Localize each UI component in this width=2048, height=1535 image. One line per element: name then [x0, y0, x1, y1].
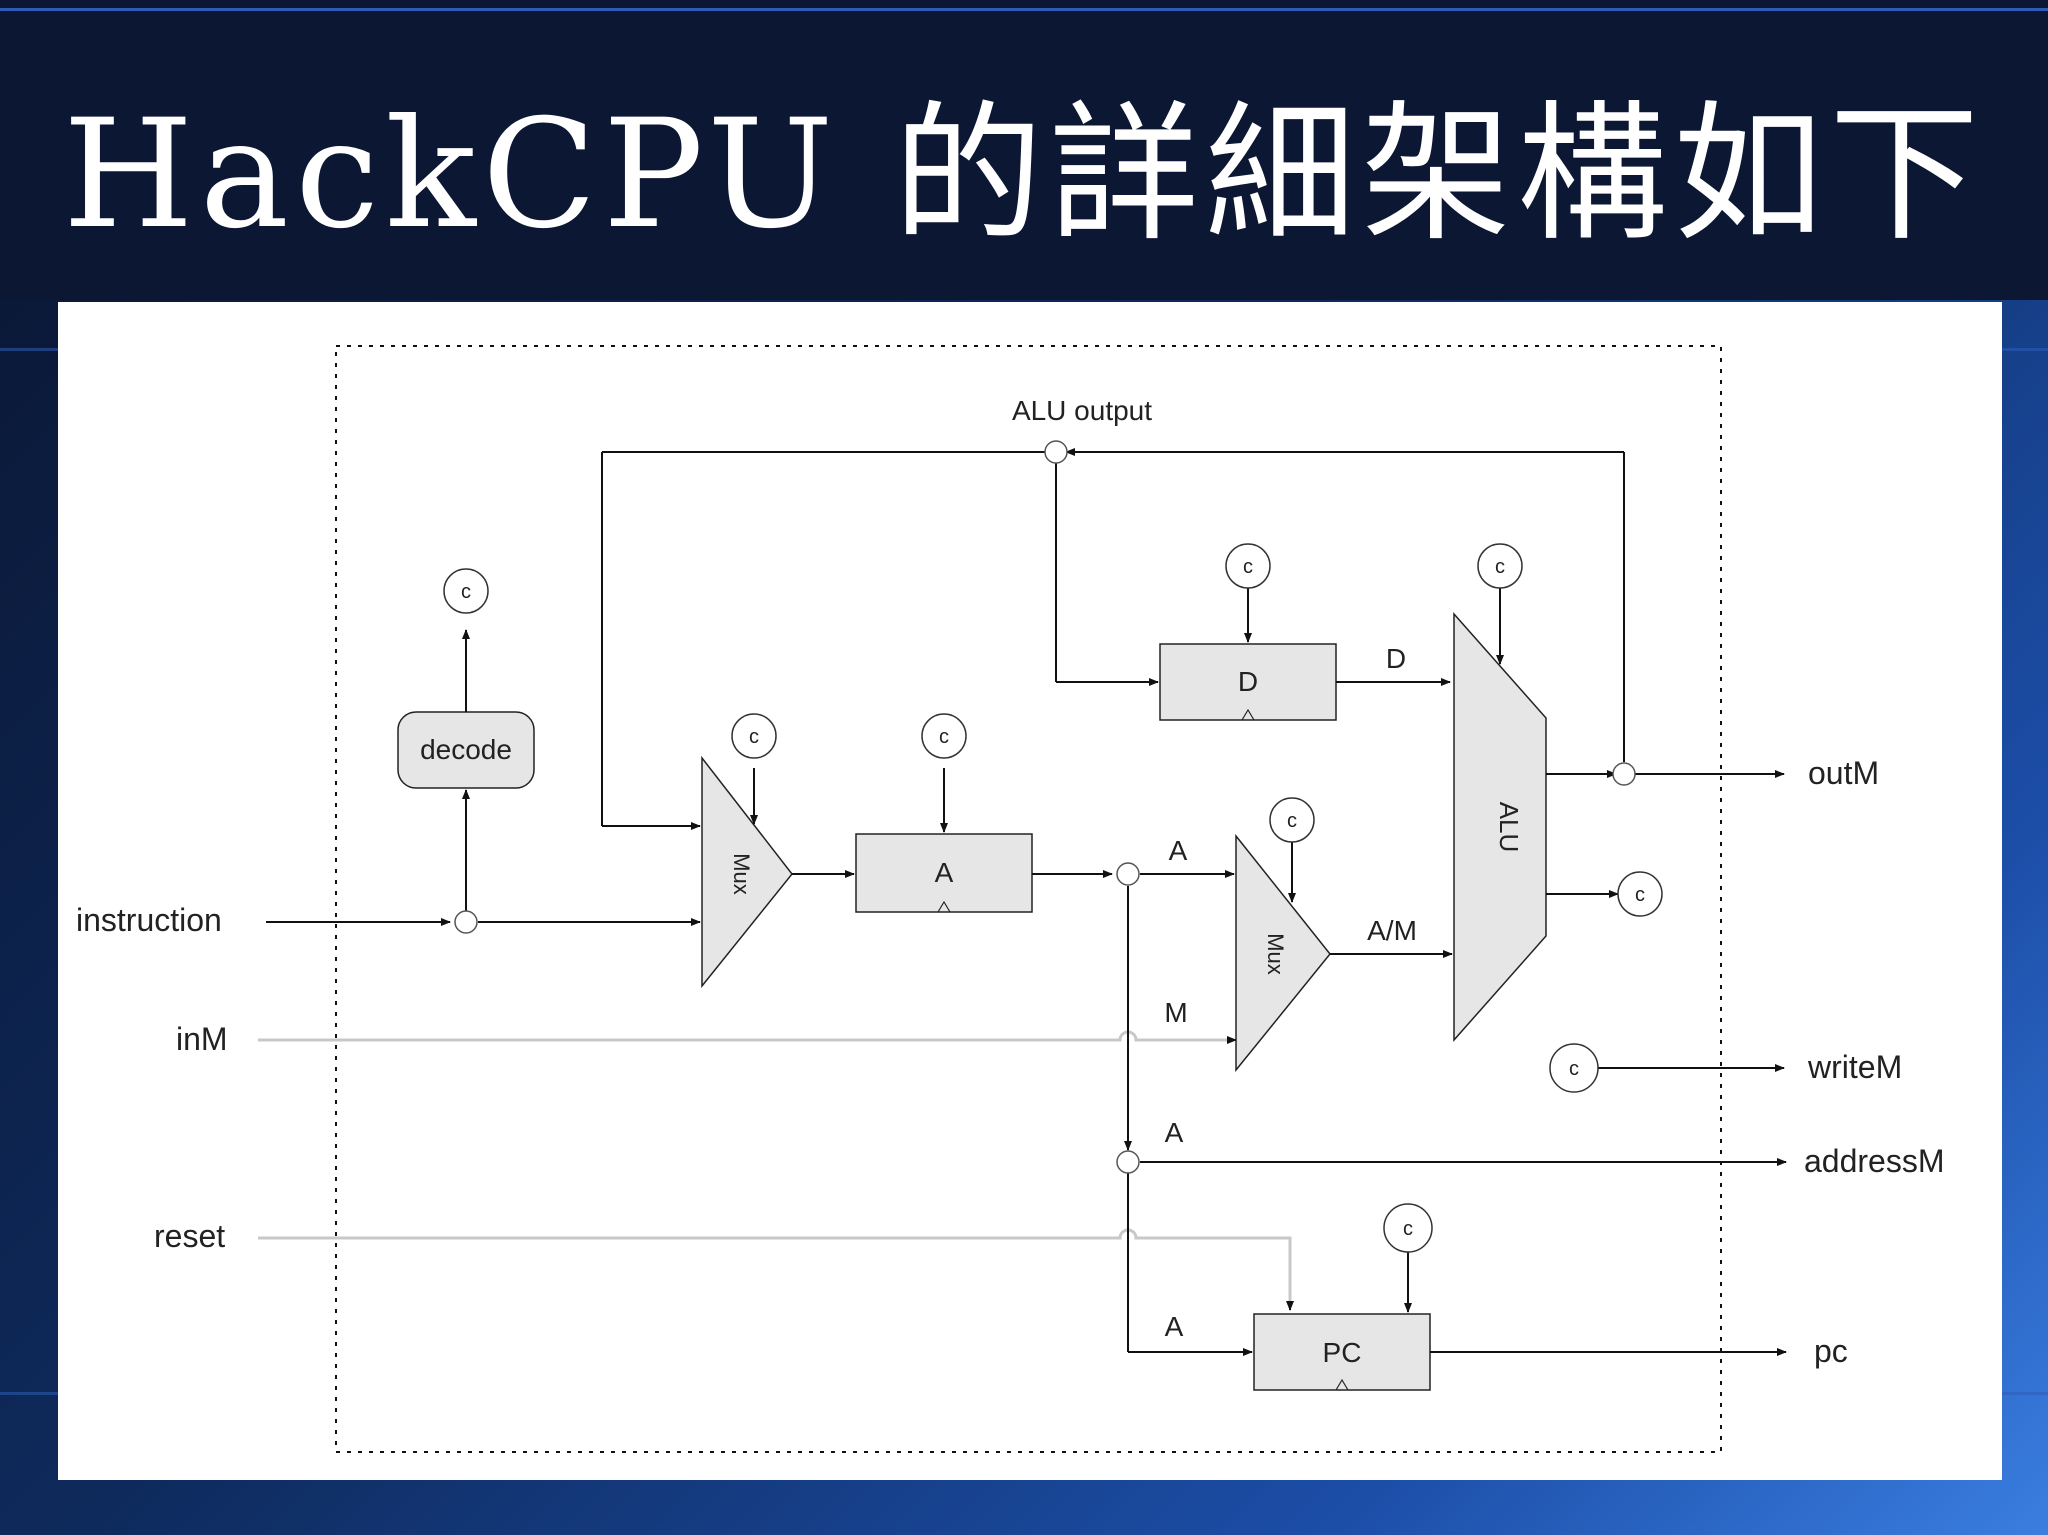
junction-outm — [1612, 762, 1636, 786]
diagram-panel: decode instruction inM reset Mux A — [58, 302, 2002, 1480]
wire-label-d: D — [1386, 643, 1406, 674]
instruction-input-label: instruction — [76, 902, 222, 938]
inm-input-label: inM — [176, 1021, 228, 1057]
c-bit-mux1-label: c — [749, 726, 759, 748]
c-bit-d: c — [1225, 543, 1271, 589]
alu-output-label: ALU output — [1012, 395, 1152, 426]
junction-alu-output — [1044, 440, 1068, 464]
decode-label: decode — [420, 734, 512, 765]
c-bit-alu-flags-label: c — [1635, 884, 1645, 906]
cpu-diagram: decode instruction inM reset Mux A — [76, 345, 1945, 1453]
junction-a-out — [1116, 862, 1140, 886]
d-register — [1159, 643, 1337, 721]
mux1-label: Mux — [729, 853, 754, 895]
c-bit-writem: c — [1549, 1043, 1599, 1093]
c-bit-mux2: c — [1269, 797, 1315, 843]
d-register-label: D — [1238, 666, 1258, 697]
wire-label-a-address: A — [1165, 1117, 1184, 1148]
outm-output-label: outM — [1808, 755, 1879, 791]
title-band — [0, 0, 2048, 300]
a-register-label: A — [935, 857, 954, 888]
cpu-boundary — [335, 345, 1722, 1453]
c-bit-pc-label: c — [1403, 1218, 1413, 1240]
c-bit-mux2-label: c — [1287, 810, 1297, 832]
reset-wire — [258, 1228, 1292, 1308]
writem-output-label: writeM — [1807, 1049, 1902, 1085]
reset-input-label: reset — [154, 1218, 225, 1254]
c-bit-writem-label: c — [1569, 1058, 1579, 1080]
c-bit-decode-label: c — [461, 581, 471, 603]
mux2-shape — [1235, 833, 1331, 1073]
c-bit-alu: c — [1477, 543, 1523, 589]
inm-wire — [258, 1030, 1234, 1042]
slide-title: HackCPU 的詳細架構如下 — [62, 88, 1986, 262]
mux2-label: Mux — [1263, 933, 1288, 975]
wire-label-a-mux2: A — [1169, 835, 1188, 866]
mux1-shape — [701, 755, 793, 989]
c-bit-a: c — [921, 713, 967, 759]
junction-instruction — [454, 910, 478, 934]
alu-label: ALU — [1494, 802, 1524, 853]
a-register — [855, 833, 1033, 913]
c-bit-decode: c — [443, 568, 489, 614]
c-bit-pc: c — [1383, 1203, 1433, 1253]
pc-register — [1253, 1313, 1431, 1391]
junction-addressm — [1116, 1150, 1140, 1174]
c-bit-alu-flags: c — [1617, 871, 1663, 917]
c-bit-alu-label: c — [1495, 556, 1505, 578]
pc-register-label: PC — [1323, 1337, 1362, 1368]
wire-label-m: M — [1164, 997, 1187, 1028]
c-bit-d-label: c — [1243, 556, 1253, 578]
wire-label-am: A/M — [1367, 915, 1417, 946]
addressm-output-label: addressM — [1804, 1143, 1945, 1179]
top-rule — [0, 8, 2048, 11]
c-bit-mux1: c — [731, 713, 777, 759]
c-bit-a-label: c — [939, 726, 949, 748]
pc-output-label: pc — [1814, 1333, 1848, 1369]
wire-label-a-pc: A — [1165, 1311, 1184, 1342]
alu-shape — [1453, 612, 1547, 1042]
